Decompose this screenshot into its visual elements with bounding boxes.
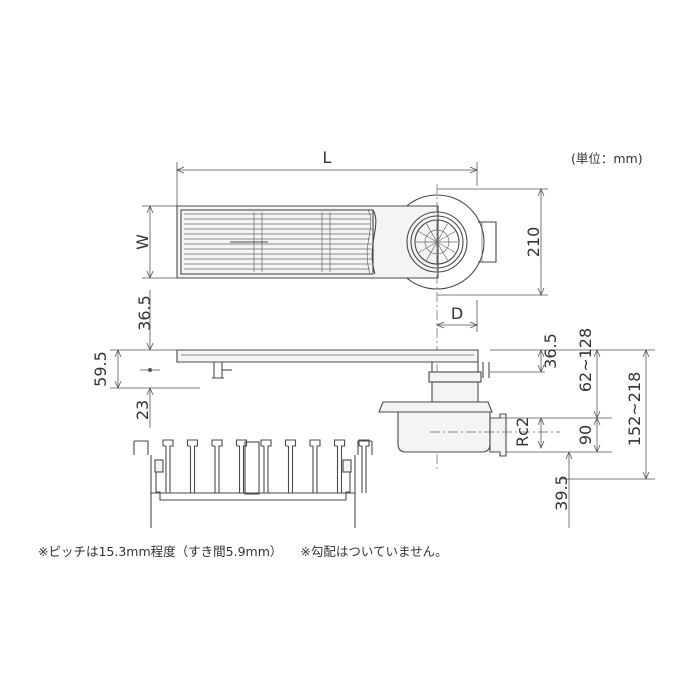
section-tray	[155, 462, 351, 501]
dim-90-arrow-top	[593, 416, 601, 426]
dim-152-218-label: 152~218	[625, 372, 644, 446]
section-grating-bars	[162, 439, 370, 493]
dim-W: W	[133, 204, 177, 280]
dim-36-5-right-arrow-top	[537, 348, 545, 358]
grating-bar	[333, 439, 346, 493]
dim-36-5-left-arrow	[146, 342, 154, 352]
dim-W-label: W	[133, 234, 152, 250]
trap-neck	[431, 362, 479, 373]
dim-210: 210	[437, 187, 548, 297]
dim-210-arrow-bottom	[537, 287, 545, 297]
section-right-clip	[342, 459, 352, 473]
dim-90-arrow-bottom	[593, 444, 601, 454]
dim-L-arrow-right	[469, 166, 479, 174]
dim-D-arrow-right	[469, 321, 479, 329]
dim-L-arrow-left	[175, 166, 185, 174]
grating-bar	[162, 439, 174, 493]
slope-note: ※勾配はついていません。	[300, 544, 448, 559]
dim-L: L	[175, 148, 479, 206]
dim-59-5-arrow-bottom	[114, 380, 122, 390]
trap-flange-side	[378, 401, 493, 413]
dim-90-label: 90	[576, 425, 595, 445]
dim-39-5-arrow	[565, 450, 573, 460]
dim-W-arrow-bottom	[146, 270, 154, 280]
grating-section	[133, 439, 373, 528]
section-right-lip	[357, 440, 373, 455]
footnote: ※ピッチは15.3mm程度（すき間5.9mm） ※勾配はついていません。	[38, 541, 466, 560]
dim-36-5-right-label: 36.5	[541, 333, 560, 369]
dim-59-5-arrow-top	[114, 348, 122, 358]
cover-edge	[371, 209, 377, 275]
dim-W-arrow-top	[146, 204, 154, 214]
trap-upper	[431, 381, 479, 403]
dim-D-arrow-left	[435, 321, 445, 329]
dim-23-label: 23	[133, 400, 152, 420]
outlet-stub	[478, 221, 497, 263]
dim-23-arrow	[146, 386, 154, 396]
dim-36-5-right-arrow-bottom	[537, 364, 545, 374]
dim-39-5-label: 39.5	[552, 475, 571, 511]
dim-210-arrow-top	[537, 187, 545, 197]
grating-bar	[260, 439, 272, 493]
trap-collar	[428, 371, 482, 383]
dim-right-stack: 36.5 62~128 152~218 90 Rc2 39.5	[490, 328, 655, 528]
grating-bar	[284, 439, 297, 493]
dim-rc2-label: Rc2	[513, 417, 532, 447]
dim-center-dot	[148, 368, 152, 372]
grating-slats	[184, 212, 372, 272]
grating-bar	[235, 439, 248, 493]
dim-152-218-arrow-bottom	[642, 471, 650, 481]
dim-left-stack: 36.5 59.5 23	[91, 290, 200, 428]
right-foot	[482, 362, 490, 378]
grating-bar	[211, 439, 223, 493]
dim-62-128-arrow-top	[593, 348, 601, 358]
channel-body	[176, 205, 439, 279]
dim-D: D	[435, 300, 479, 332]
unit-label: (単位：mm)	[571, 151, 643, 166]
dim-rc2-arrow-bottom	[537, 440, 545, 450]
grating-bar	[186, 439, 199, 493]
dim-D-label: D	[451, 304, 463, 323]
dim-59-5-label: 59.5	[91, 351, 110, 387]
grating-bar	[309, 439, 321, 493]
dim-152-218-arrow-top	[642, 348, 650, 358]
dim-rc2-arrow-top	[537, 416, 545, 426]
channel-side	[176, 349, 479, 363]
dim-62-128-label: 62~128	[576, 328, 595, 392]
grating-bar	[358, 439, 370, 493]
section-center-rib	[244, 441, 260, 495]
side-view	[176, 349, 560, 457]
section-left-lip	[133, 440, 149, 455]
dim-L-label: L	[323, 148, 332, 167]
pitch-note: ※ピッチは15.3mm程度（すき間5.9mm）	[38, 544, 283, 559]
dim-210-label: 210	[524, 227, 543, 258]
section-walls	[150, 455, 356, 528]
section-left-clip	[154, 459, 164, 473]
trap-outlet	[489, 413, 507, 457]
dim-36-5-left-label: 36.5	[135, 295, 154, 331]
